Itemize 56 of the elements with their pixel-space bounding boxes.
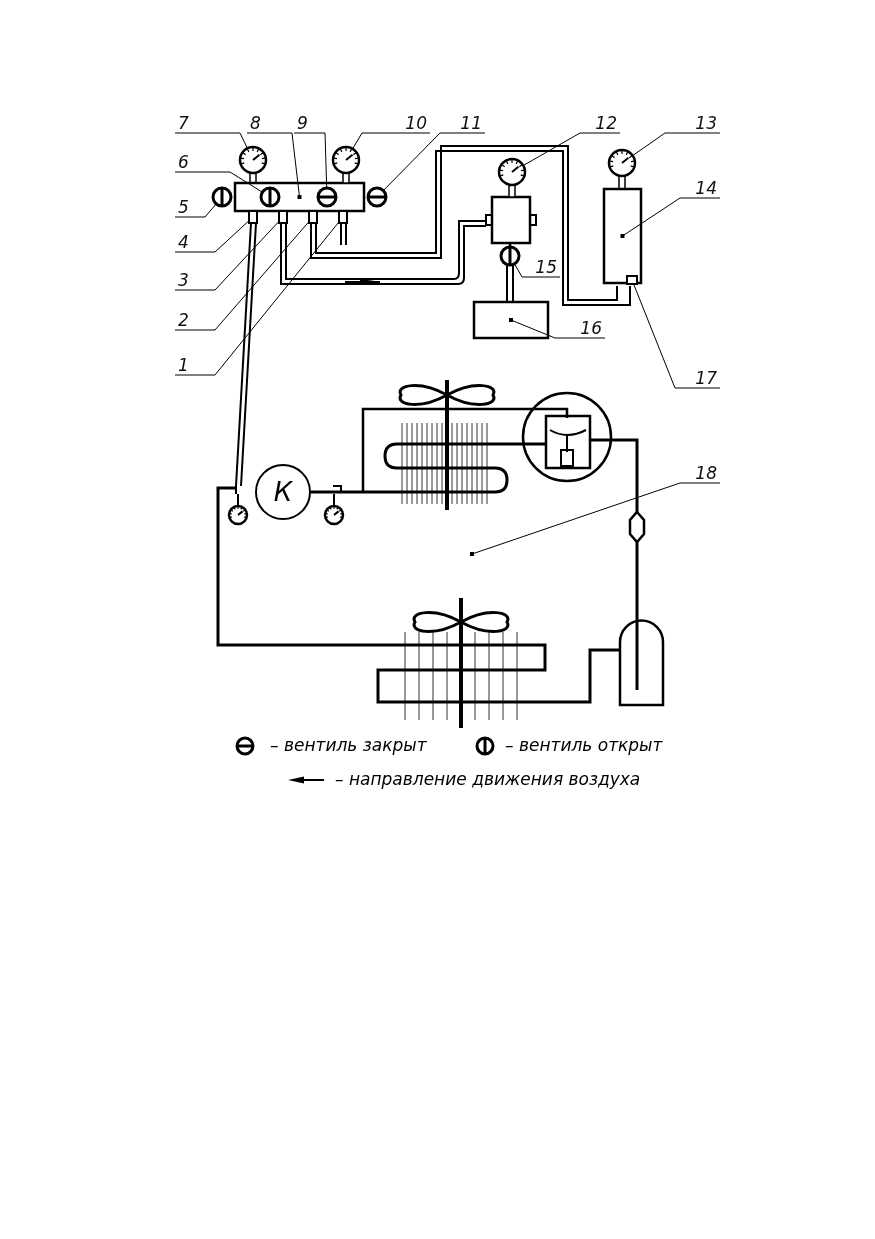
hose-fitting [338,210,348,224]
legend-text: – вентиль открыт [505,735,663,755]
callout-number: 14 [692,179,720,198]
callout-number: 4 [175,233,192,252]
leader-line [382,132,486,192]
pressure-gauge [238,145,268,184]
hose-fitting [308,210,318,224]
leader-line [514,263,561,278]
leader-line [174,132,248,149]
valve-handle [259,186,281,208]
callout-number: 9 [294,114,311,133]
callout-number: 2 [175,311,192,330]
legend-text: – вентиль закрыт [270,735,427,755]
leader-line [293,132,328,189]
cylinder-box [602,187,643,285]
valve-handle [366,186,388,208]
leader-line [633,283,721,389]
leader-line [352,132,431,150]
callout-number: 16 [577,319,605,338]
callout-number: 13 [692,114,720,133]
leader-line [174,220,280,291]
callout-number: 8 [247,114,264,133]
callout-number: 15 [532,258,560,277]
leader-line [246,132,302,199]
callout-number: 10 [402,114,430,133]
leader-line [632,132,721,157]
manifold-block [233,181,366,213]
leader-line [522,132,621,166]
unit-box [472,300,550,340]
valve-handle [499,245,521,267]
leader-line [620,197,721,238]
legend-text: – направление движения воздуха [335,769,641,789]
pressure-gauge [497,157,527,198]
callout-number: 7 [175,114,192,133]
callout-number: 11 [457,114,485,133]
callout-number: 3 [175,271,192,290]
hose-fitting [278,210,288,224]
compressor-circle: К [255,464,311,520]
leader-line [174,203,217,218]
pressure-gauge [331,145,361,184]
leader-line [470,482,721,556]
pressure-gauge [607,148,637,190]
callout-number: 17 [692,369,720,388]
fitting-box [626,275,638,285]
callout-number: 12 [592,114,620,133]
leader-line [509,318,606,339]
leader-line [174,221,310,331]
leader-line [174,220,250,253]
callout-number: 1 [175,356,192,375]
valve-handle [211,186,233,208]
hose-fitting [248,210,258,224]
callout-number: 5 [175,198,192,217]
leader-line [174,221,340,376]
callout-number: 6 [175,153,192,172]
callout-number: 18 [692,464,720,483]
valve-handle [316,186,338,208]
